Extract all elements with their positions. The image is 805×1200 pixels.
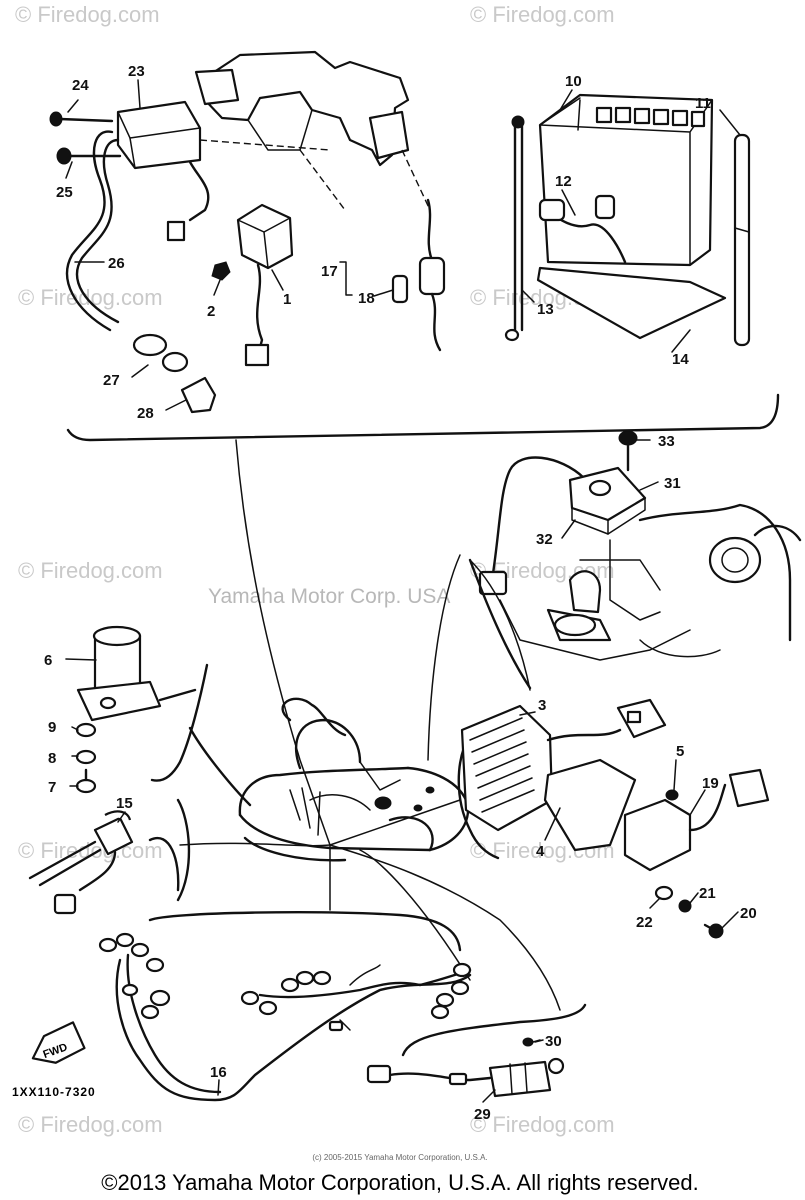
part-label: 31: [664, 475, 681, 492]
part-label: 32: [536, 531, 553, 548]
bolt-25: [56, 147, 122, 165]
battery-box: [194, 50, 431, 211]
part-label: 17: [321, 263, 338, 280]
nut-2: [211, 261, 231, 281]
watermark: © Firedog.com: [18, 838, 163, 863]
part-label: 5: [676, 743, 684, 760]
part-label: 23: [128, 63, 145, 80]
fuse-holder: [339, 198, 446, 352]
watermark: © Firedog.com: [470, 1112, 615, 1137]
part-label: 2: [207, 303, 215, 320]
small-copyright: (c) 2005-2015 Yamaha Motor Corporation, …: [312, 1153, 487, 1162]
part-labels: 24 23 25 26 27 28 2 1 17 18 10 12 11 13 …: [44, 63, 757, 1123]
part-label: 10: [565, 73, 582, 90]
center-watermark: Yamaha Motor Corp. USA: [208, 585, 450, 608]
part-label: 25: [56, 184, 73, 201]
neutral-switch: [28, 810, 180, 915]
washer-8: [75, 749, 97, 765]
part-label: 12: [555, 173, 572, 190]
part-label: 6: [44, 652, 52, 669]
part-label: 4: [536, 843, 545, 860]
watermark: © Firedog.com: [18, 1112, 163, 1137]
watermark: © Firedog.com: [470, 2, 615, 27]
drawing-code: 1XX110-7320: [12, 1085, 96, 1099]
watermark: © Firedog.com: [15, 2, 160, 27]
fuel-tank-outline: [469, 503, 802, 691]
washer-22: [654, 885, 674, 901]
connector-cluster-left: [98, 932, 171, 1020]
part-label: 28: [137, 405, 154, 422]
leader-lines: [65, 79, 741, 1103]
part-label: 29: [474, 1106, 491, 1123]
bracket-4: [543, 758, 637, 852]
watermark: © Firedog.com: [18, 285, 163, 310]
part-label: 26: [108, 255, 125, 272]
part-label: 21: [699, 885, 716, 902]
part-label: 27: [103, 372, 120, 389]
part-label: 15: [116, 795, 133, 812]
part-label: 19: [702, 775, 719, 792]
cdi-unit: [236, 203, 294, 367]
scooter-frame: [238, 697, 470, 862]
nut-9: [75, 722, 97, 738]
turn-signal-relay: [623, 768, 770, 872]
fwd-arrow: FWD: [31, 1021, 86, 1064]
ignition-coil: [116, 100, 331, 242]
wire-harness: [98, 932, 472, 1102]
part-label: 18: [358, 290, 375, 307]
bracket-15: [176, 798, 191, 902]
starter-relay: [76, 625, 197, 722]
part-label: 11: [695, 95, 711, 112]
bolt-5: [665, 789, 679, 801]
part-label: 1: [283, 291, 291, 308]
level-sender: [478, 430, 647, 596]
part-label: 14: [672, 351, 689, 368]
part-label: 9: [48, 719, 56, 736]
copyright-notice: ©2013 Yamaha Motor Corporation, U.S.A. A…: [101, 1170, 698, 1195]
part-label: 30: [545, 1033, 562, 1050]
battery-breather-13: [504, 115, 525, 342]
part-label: 24: [72, 77, 89, 94]
part-label: 3: [538, 697, 546, 714]
bolt-20: [703, 923, 724, 939]
bolt-24: [49, 111, 114, 127]
bracket-29: [401, 1003, 587, 1057]
washer-21: [678, 899, 692, 913]
top-group-bracket: [66, 393, 780, 442]
part-label: 8: [48, 750, 56, 767]
connector-cluster-right: [418, 962, 472, 1020]
part-label: 7: [48, 779, 56, 796]
part-label: 22: [636, 914, 653, 931]
leader-line: [235, 439, 331, 846]
connector-cluster-center: [240, 964, 422, 1016]
part-label: 13: [537, 301, 554, 318]
watermark: © Firedog.com: [18, 558, 163, 583]
high-tension-cord: [65, 130, 217, 414]
battery: [536, 93, 727, 340]
part-label: 16: [210, 1064, 227, 1081]
bolt-7: [75, 768, 97, 794]
wire-routing: [148, 554, 561, 1011]
part-label: 33: [658, 433, 675, 450]
brake-switch: [366, 1037, 565, 1098]
battery-band-11: [733, 133, 751, 347]
bracket-6: [150, 663, 209, 782]
part-label: 20: [740, 905, 757, 922]
